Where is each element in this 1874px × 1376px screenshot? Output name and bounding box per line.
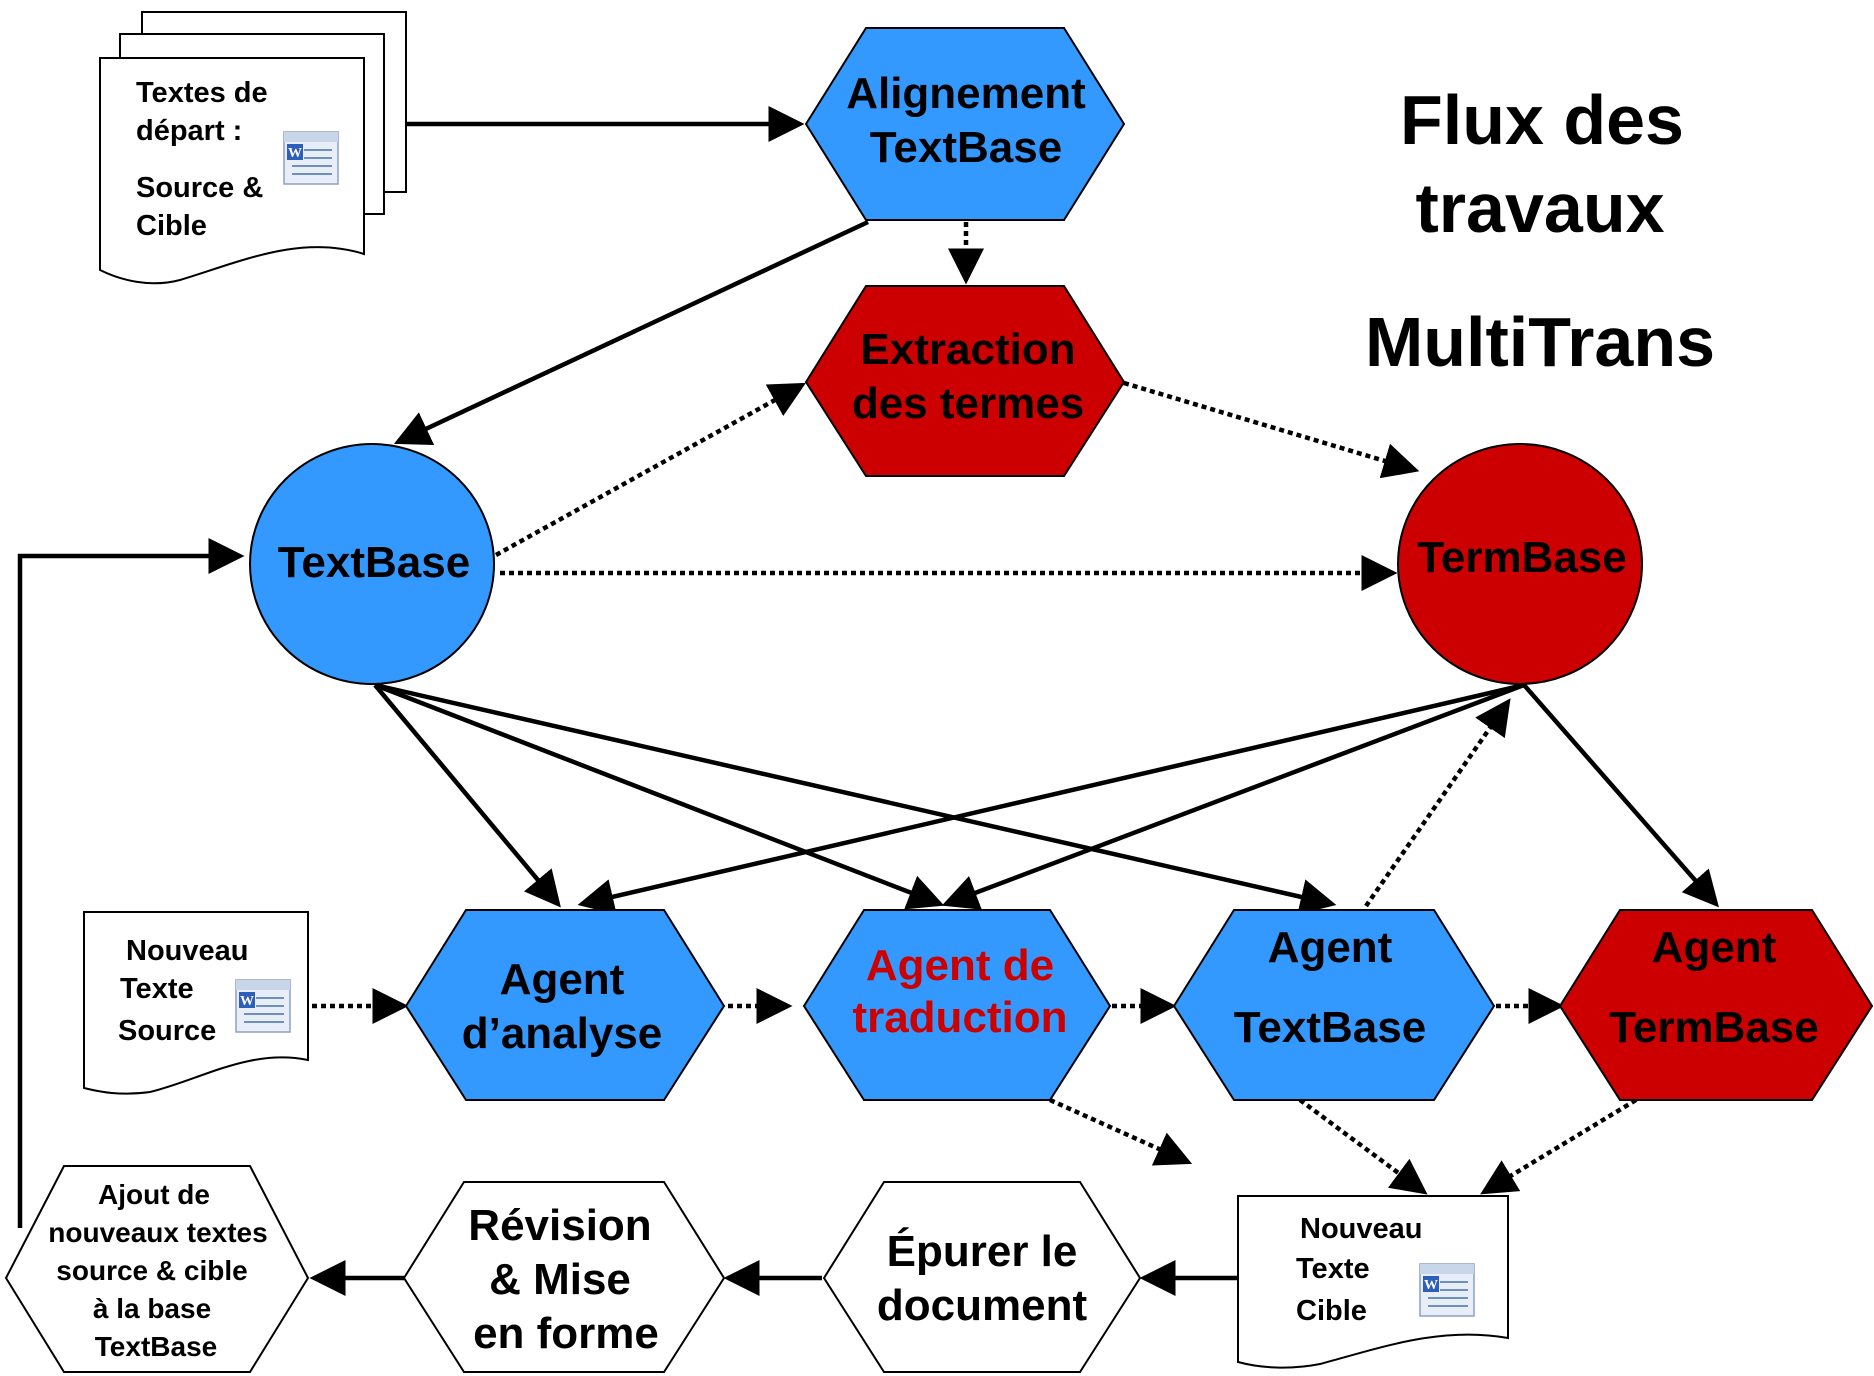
title-line-1: Flux des <box>1400 81 1684 159</box>
node-textbase: TextBase <box>249 443 495 685</box>
termbase-label: TermBase <box>1417 533 1627 582</box>
source-label-2: Texte <box>120 973 194 1005</box>
arrow-extraction-to-termbase <box>1123 380 1420 479</box>
cible-label-1: Nouveau <box>1300 1213 1422 1245</box>
word-document-icon <box>235 979 291 1033</box>
agent-termbase-label-1: Agent <box>1652 923 1777 972</box>
arrow-agent-termbase-to-cible <box>1480 1098 1638 1195</box>
doc-textes-depart: Textes de départ : Source & Cible <box>99 11 407 285</box>
arrow-agent-textbase-to-cible <box>1298 1098 1428 1195</box>
epurer-label-1: Épurer le <box>887 1226 1078 1276</box>
ajout-label-2: nouveaux textes <box>48 1217 267 1248</box>
revision-hexagon <box>402 1181 726 1373</box>
agent-textbase-label-1: Agent <box>1268 923 1393 972</box>
node-alignement-textbase: Alignement TextBase <box>804 27 1126 221</box>
agent-traduction-label-1: Agent de <box>866 941 1054 990</box>
node-agent-textbase: Agent TextBase <box>1172 909 1496 1101</box>
source-label-3: Source <box>118 1015 216 1047</box>
arrow-textbase-to-extraction <box>494 382 806 557</box>
node-extraction-termes: Extraction des termes <box>804 285 1126 477</box>
ajout-label-3: source & cible <box>56 1255 247 1286</box>
node-ajout-textes: Ajout de nouveaux textes source & cible … <box>4 1165 310 1373</box>
extraction-label-1: Extraction <box>860 325 1075 374</box>
revision-label-3: en forme <box>473 1309 659 1358</box>
agent-analyse-label-1: Agent <box>500 955 625 1004</box>
epurer-label-2: document <box>877 1281 1088 1330</box>
agent-analyse-label-2: d’analyse <box>462 1009 663 1058</box>
textes-depart-label-4: Cible <box>136 210 207 242</box>
doc-cible-page <box>1237 1195 1509 1369</box>
doc-stack-front <box>99 57 365 285</box>
source-label-1: Nouveau <box>126 935 248 967</box>
revision-label-2: & Mise <box>489 1255 631 1304</box>
arrow-textbase-to-agent-textbase <box>374 682 1337 915</box>
agent-analyse-hexagon <box>404 909 726 1101</box>
agent-textbase-hexagon <box>1172 909 1496 1101</box>
word-document-icon <box>283 131 339 185</box>
epurer-hexagon <box>822 1181 1142 1373</box>
connectors <box>17 106 1719 1296</box>
word-document-icon <box>1419 1263 1475 1317</box>
termbase-circle <box>1397 443 1643 685</box>
alignement-label-1: Alignement <box>846 69 1086 118</box>
alignement-label-2: TextBase <box>870 123 1062 172</box>
doc-nouveau-texte-cible: Nouveau Texte Cible <box>1237 1195 1509 1369</box>
revision-label-1: Révision <box>468 1201 651 1250</box>
cible-label-2: Texte <box>1296 1253 1370 1285</box>
arrow-ajout-to-textbase <box>17 538 245 1228</box>
textes-depart-label-1: Textes de <box>136 77 268 109</box>
title-line-3: MultiTrans <box>1365 303 1715 381</box>
agent-textbase-label-2: TextBase <box>1234 1003 1426 1052</box>
node-agent-termbase: Agent TermBase <box>1558 909 1874 1101</box>
node-agent-analyse: Agent d’analyse <box>404 909 726 1101</box>
arrow-agent-textbase-to-termbase <box>1364 698 1511 908</box>
arrow-termbase-to-agent-termbase <box>1522 683 1719 908</box>
agent-traduction-hexagon <box>802 909 1112 1101</box>
textbase-circle <box>249 443 495 685</box>
ajout-hexagon <box>4 1165 310 1373</box>
alignement-hexagon <box>804 27 1126 221</box>
textes-depart-label-3: Source & <box>136 172 263 204</box>
node-termbase: TermBase <box>1397 443 1643 685</box>
node-agent-traduction: Agent de traduction <box>802 909 1112 1101</box>
title-line-2: travaux <box>1415 169 1664 247</box>
textbase-label: TextBase <box>278 538 470 587</box>
doc-source-page <box>83 911 309 1095</box>
node-revision: Révision & Mise en forme <box>402 1181 726 1373</box>
node-epurer-document: Épurer le document <box>822 1181 1142 1373</box>
arrow-textbase-to-agent-analyse <box>373 683 561 908</box>
arrow-termbase-to-agent-traduction <box>941 682 1525 910</box>
agent-termbase-hexagon <box>1558 909 1874 1101</box>
textes-depart-label-2: départ : <box>136 115 242 147</box>
ajout-label-4: à la base <box>93 1293 211 1324</box>
doc-nouveau-texte-source: Nouveau Texte Source <box>83 911 309 1095</box>
agent-traduction-label-2: traduction <box>852 993 1067 1042</box>
ajout-label-5: TextBase <box>95 1331 217 1362</box>
extraction-hexagon <box>804 285 1126 477</box>
arrow-traduction-to-cible <box>1049 1097 1193 1166</box>
extraction-label-2: des termes <box>852 379 1084 428</box>
agent-termbase-label-2: TermBase <box>1609 1003 1819 1052</box>
diagram-title: Flux des travaux MultiTrans <box>1365 81 1715 381</box>
arrow-termbase-to-agent-analyse <box>577 682 1525 915</box>
ajout-label-1: Ajout de <box>98 1179 210 1210</box>
arrow-alignement-to-textbase <box>393 219 869 445</box>
cible-label-3: Cible <box>1296 1295 1367 1327</box>
arrow-textbase-to-agent-traduction <box>374 682 945 910</box>
